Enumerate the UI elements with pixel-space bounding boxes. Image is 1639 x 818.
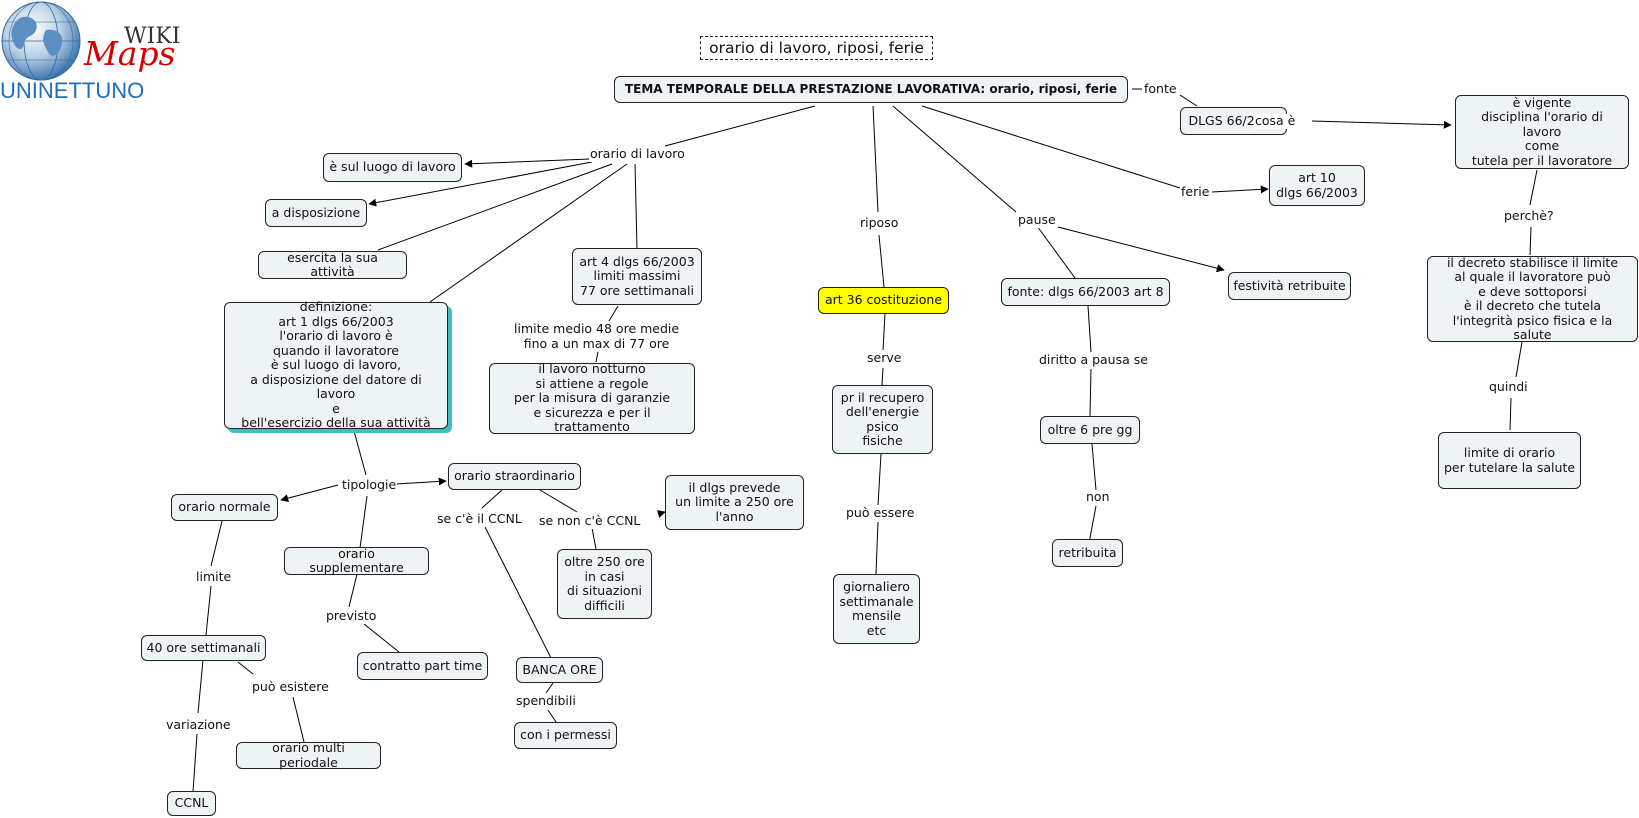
label-ferie: ferie <box>1180 184 1211 200</box>
label-diritto-pausa: diritto a pausa se <box>1038 352 1149 368</box>
node-sul-luogo[interactable]: è sul luogo di lavoro <box>323 153 462 182</box>
node-banca-ore[interactable]: BANCA ORE <box>516 657 603 683</box>
node-con-i-permessi[interactable]: con i permessi <box>514 722 617 749</box>
globe-icon <box>1 1 81 81</box>
node-art-4[interactable]: art 4 dlgs 66/2003 limiti massimi 77 ore… <box>572 248 702 305</box>
node-root-topic[interactable]: TEMA TEMPORALE DELLA PRESTAZIONE LAVORAT… <box>614 76 1128 103</box>
node-orario-straordinario[interactable]: orario straordinario <box>448 463 581 490</box>
label-se-ce-ccnl: se c'è il CCNL <box>436 511 523 527</box>
label-fonte: fonte <box>1143 81 1178 97</box>
label-non: non <box>1085 489 1111 505</box>
label-riposo: riposo <box>859 215 900 231</box>
label-serve: serve <box>866 350 903 366</box>
node-ccnl[interactable]: CCNL <box>167 791 216 816</box>
label-pause: pause <box>1017 212 1057 228</box>
node-giornaliero[interactable]: giornaliero settimanale mensile etc <box>833 574 920 644</box>
label-previsto: previsto <box>325 608 378 624</box>
wikimaps-logo: WIKI Maps UNINETTUNO <box>0 0 185 105</box>
label-cosa-e: cosa è <box>1254 113 1297 129</box>
logo-wiki-text: WIKI <box>124 24 181 49</box>
node-limite-orario[interactable]: limite di orario per tutelare la salute <box>1438 432 1581 489</box>
node-oltre-6[interactable]: oltre 6 pre gg <box>1040 416 1140 444</box>
node-art-10[interactable]: art 10 dlgs 66/2003 <box>1269 165 1365 206</box>
node-esercita[interactable]: esercita la sua attività <box>258 250 407 279</box>
label-quindi: quindi <box>1488 379 1529 395</box>
map-title: orario di lavoro, riposi, ferie <box>700 36 933 60</box>
node-orario-supplementare[interactable]: orario supplementare <box>284 546 429 575</box>
node-fonte-dlgs[interactable]: fonte: dlgs 66/2003 art 8 <box>1001 278 1170 306</box>
label-limite-medio: limite medio 48 ore medie fino a un max … <box>513 321 681 351</box>
node-art-36[interactable]: art 36 costituzione <box>818 287 949 314</box>
node-retribuita[interactable]: retribuita <box>1052 539 1123 567</box>
label-variazione: variazione <box>165 717 232 733</box>
label-limite: limite <box>195 569 233 585</box>
node-contratto-part-time[interactable]: contratto part time <box>357 652 488 680</box>
node-e-vigente[interactable]: è vigente disciplina l'orario di lavoro … <box>1455 95 1629 169</box>
node-40-ore[interactable]: 40 ore settimanali <box>141 635 266 661</box>
label-se-non-ce-ccnl: se non c'è CCNL <box>538 513 642 529</box>
node-festivita[interactable]: festività retribuite <box>1228 272 1351 300</box>
node-dlgs-prevede[interactable]: il dlgs prevede un limite a 250 ore l'an… <box>665 475 804 530</box>
label-perche: perchè? <box>1503 208 1555 224</box>
label-spendibili: spendibili <box>515 693 577 709</box>
label-orario-di-lavoro: orario di lavoro <box>589 146 686 162</box>
logo-uninettuno-text: UNINETTUNO <box>0 78 145 103</box>
node-multi-periodale[interactable]: orario multi periodale <box>236 740 381 769</box>
label-puo-essere: può essere <box>845 505 916 521</box>
node-decreto[interactable]: il decreto stabilisce il limite al quale… <box>1427 255 1638 342</box>
node-oltre-250[interactable]: oltre 250 ore in casi di situazioni diff… <box>557 549 652 619</box>
node-definizione[interactable]: definizione: art 1 dlgs 66/2003 l'orario… <box>224 300 448 430</box>
node-orario-normale[interactable]: orario normale <box>171 494 278 521</box>
label-tipologie: tipologie <box>341 477 398 493</box>
node-a-disposizione[interactable]: a disposizione <box>265 199 367 227</box>
node-lavoro-notturno[interactable]: il lavoro notturno si attiene a regole p… <box>489 362 695 434</box>
node-recupero-energie[interactable]: pr il recupero dell'energie psico fisich… <box>832 385 933 454</box>
label-puo-esistere: può esistere <box>251 679 330 695</box>
logo-maps-text: Maps <box>84 34 176 73</box>
